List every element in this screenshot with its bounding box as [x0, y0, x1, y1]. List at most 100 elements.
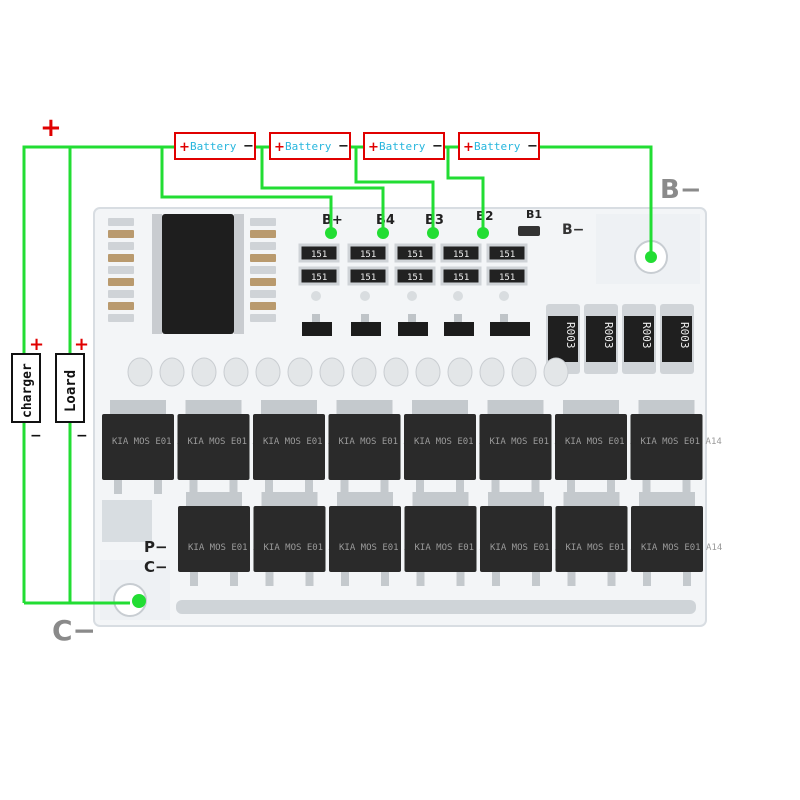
resistor-code: 151	[407, 250, 423, 260]
right-smd-column	[250, 218, 276, 322]
smd-component	[250, 314, 276, 322]
resistor-151: 151	[486, 243, 528, 263]
shunt-resistors: R003 R003 R003 R003	[546, 304, 694, 374]
battery-minus-sign: −	[243, 139, 254, 154]
solder-bead	[511, 357, 537, 387]
pad-label-b4: B4	[376, 213, 395, 228]
mosfet-code: KIA MOS E01 A14	[339, 437, 420, 447]
smd-component	[250, 278, 276, 286]
mosfet: KIA MOS E01 A14	[178, 492, 269, 586]
mosfet-code: KIA MOS E01 A14	[641, 437, 722, 447]
mosfet: KIA MOS E01 A14	[102, 400, 193, 494]
resistor-151: 151	[394, 266, 436, 286]
mosfet: KIA MOS E01 A14	[253, 492, 345, 586]
solder-bead	[255, 357, 281, 387]
smd-component	[250, 290, 276, 298]
resistor-151: 151	[298, 266, 340, 286]
controller-ic	[152, 214, 244, 334]
resistor-code: 151	[311, 250, 327, 260]
load-minus-sign: −	[76, 428, 88, 444]
resistor-151: 151	[347, 243, 389, 263]
mosfet-code: KIA MOS E01 A14	[188, 543, 269, 553]
mosfet: KIA MOS E01 A14	[480, 492, 571, 586]
mosfet: KIA MOS E01 A14	[630, 400, 722, 494]
battery-name: Battery	[379, 140, 426, 153]
left-smd-column	[108, 218, 134, 322]
smd-component	[108, 290, 134, 298]
bottom-solder-strip	[176, 600, 696, 614]
smd-component	[108, 242, 134, 250]
shunt-code: R003	[640, 322, 653, 349]
solder-bead	[543, 357, 569, 387]
mosfet: KIA MOS E01 A14	[479, 400, 571, 494]
resistor-151: 151	[298, 243, 340, 263]
mosfet-code: KIA MOS E01 A14	[641, 543, 722, 553]
led	[311, 291, 321, 301]
load-plus-sign: +	[74, 334, 89, 355]
pad-label-p-minus: P−	[144, 538, 168, 556]
mosfet-code: KIA MOS E01 A14	[566, 543, 647, 553]
battery-minus-sign: −	[527, 139, 538, 154]
load-box: Loard	[55, 353, 85, 423]
smd-component	[108, 278, 134, 286]
solder-bead	[319, 357, 345, 387]
solder-bead	[351, 357, 377, 387]
charger-label: charger	[20, 363, 35, 418]
battery-plus-sign: +	[368, 140, 379, 155]
led	[407, 291, 417, 301]
resistor-code: 151	[311, 273, 327, 283]
smd-component	[250, 266, 276, 274]
solder-bead	[127, 357, 153, 387]
battery-name: Battery	[190, 140, 237, 153]
smd-component	[250, 254, 276, 262]
resistor-151: 151	[347, 266, 389, 286]
sot-transistor	[398, 322, 428, 336]
mosfet: KIA MOS E01 A14	[555, 492, 647, 586]
battery-minus-sign: −	[432, 139, 443, 154]
solder-bead	[223, 357, 249, 387]
battery-plus-sign: +	[274, 140, 285, 155]
smd-component	[108, 254, 134, 262]
led	[499, 291, 509, 301]
shunt-resistor: R003	[622, 304, 656, 374]
smd-component	[250, 242, 276, 250]
shunt-code: R003	[564, 322, 577, 349]
mosfet-code: KIA MOS E01 A14	[339, 543, 420, 553]
battery-minus-sign: −	[338, 139, 349, 154]
mosfet-code: KIA MOS E01 A14	[188, 437, 269, 447]
mosfet: KIA MOS E01 A14	[555, 400, 646, 494]
mosfet-code: KIA MOS E01 A14	[415, 543, 496, 553]
solder-bead	[383, 357, 409, 387]
smd-component	[250, 302, 276, 310]
shunt-code: R003	[602, 322, 615, 349]
solder-bead	[191, 357, 217, 387]
shunt-code: R003	[678, 322, 691, 349]
mosfet: KIA MOS E01 A14	[631, 492, 722, 586]
charger-minus-sign: −	[30, 428, 42, 444]
resistor-151: 151	[440, 243, 482, 263]
mosfet-code: KIA MOS E01 A14	[263, 437, 344, 447]
resistor-151: 151	[394, 243, 436, 263]
resistor-151: 151	[486, 266, 528, 286]
shunt-resistor: R003	[546, 304, 580, 374]
smd-component	[108, 230, 134, 238]
battery-label-1: +Battery−	[174, 132, 256, 160]
mosfet: KIA MOS E01 A14	[328, 400, 420, 494]
led	[360, 291, 370, 301]
mosfet: KIA MOS E01 A14	[404, 400, 495, 494]
mosfet-code: KIA MOS E01 A14	[112, 437, 193, 447]
solder-bead	[287, 357, 313, 387]
resistor-code: 151	[499, 273, 515, 283]
resistor-code: 151	[407, 273, 423, 283]
smd-component	[108, 266, 134, 274]
charger-box: charger	[11, 353, 41, 423]
solder-bead	[447, 357, 473, 387]
smd-component	[108, 302, 134, 310]
pad-label-c-minus: C−	[144, 558, 168, 576]
mosfet-code: KIA MOS E01 A14	[264, 543, 345, 553]
shunt-resistor: R003	[584, 304, 618, 374]
solder-bead-row	[127, 357, 569, 387]
led	[453, 291, 463, 301]
